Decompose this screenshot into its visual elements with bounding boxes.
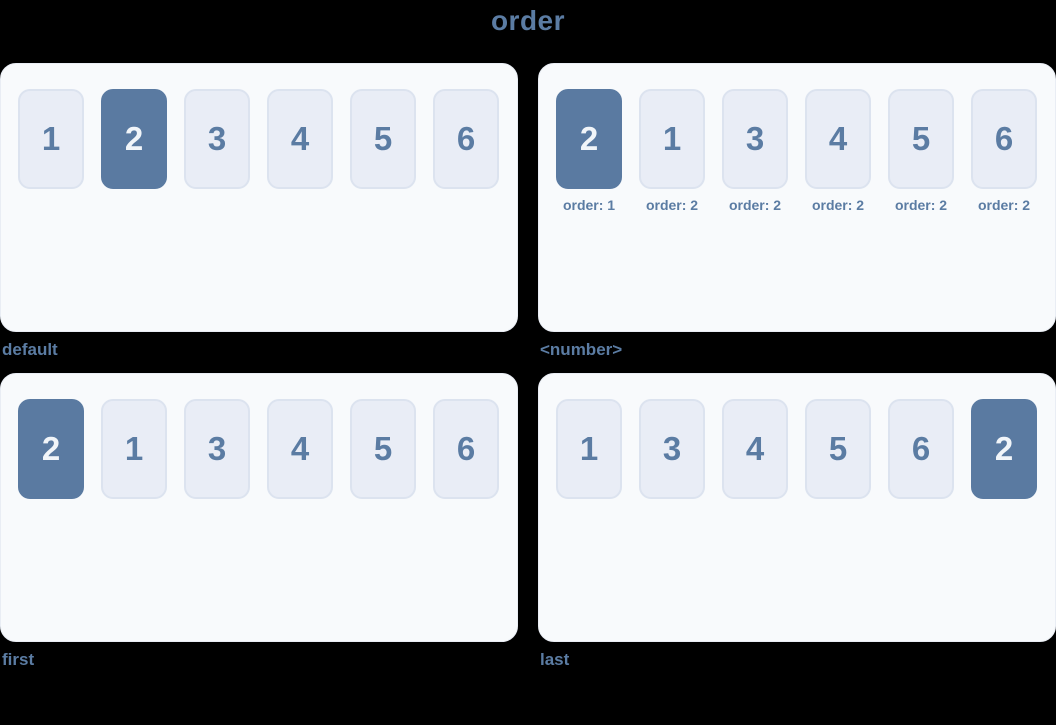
order-value-caption: order: 2 — [728, 197, 782, 213]
flex-item-box: 3 — [184, 89, 250, 189]
flex-container-number: 2 order: 1 1 order: 2 3 order: 2 4 order: 2 5 ord… — [538, 63, 1056, 332]
flex-item: 5 — [350, 89, 416, 189]
flex-item-box: 6 — [433, 399, 499, 499]
flex-item: 4 — [267, 89, 333, 189]
order-value-caption: order: 2 — [645, 197, 699, 213]
flex-item: 2 — [18, 399, 84, 499]
flex-item: 5 order: 2 — [888, 89, 954, 213]
flex-item: 1 — [556, 399, 622, 499]
flex-item-box: 4 — [267, 399, 333, 499]
flex-item-box: 5 — [888, 89, 954, 189]
flex-item-box-highlighted: 2 — [18, 399, 84, 499]
flex-item-box: 4 — [805, 89, 871, 189]
flex-item-box-highlighted: 2 — [971, 399, 1037, 499]
flex-item: 4 — [267, 399, 333, 499]
flex-item-box: 6 — [888, 399, 954, 499]
example-label-first: first — [2, 650, 35, 669]
flex-item: 2 — [971, 399, 1037, 499]
flex-item: 3 — [184, 89, 250, 189]
flex-item: 6 — [433, 89, 499, 189]
order-value-caption: order: 2 — [811, 197, 865, 213]
flex-item-box: 3 — [639, 399, 705, 499]
flex-item-box: 3 — [722, 89, 788, 189]
example-label-default: default — [2, 340, 58, 359]
flex-item: 5 — [350, 399, 416, 499]
flex-item: 4 — [722, 399, 788, 499]
flex-item-box: 1 — [18, 89, 84, 189]
flex-item: 2 — [101, 89, 167, 189]
flex-item: 5 — [805, 399, 871, 499]
flex-item-box: 6 — [433, 89, 499, 189]
page-title: order — [490, 5, 566, 36]
flex-item: 1 — [101, 399, 167, 499]
flex-item-box: 1 — [101, 399, 167, 499]
flex-item-box: 4 — [722, 399, 788, 499]
flex-item: 3 order: 2 — [722, 89, 788, 213]
flex-item-box: 3 — [184, 399, 250, 499]
flex-item: 3 — [639, 399, 705, 499]
flex-item: 1 — [18, 89, 84, 189]
flex-item-box: 6 — [971, 89, 1037, 189]
flex-item: 2 order: 1 — [556, 89, 622, 213]
flex-item-box-highlighted: 2 — [556, 89, 622, 189]
flex-item-box: 5 — [805, 399, 871, 499]
order-value-caption: order: 2 — [977, 197, 1031, 213]
flex-item-box: 1 — [556, 399, 622, 499]
example-label-number: <number> — [540, 340, 623, 359]
order-value-caption: order: 1 — [562, 197, 616, 213]
flex-item: 6 — [888, 399, 954, 499]
example-label-last: last — [540, 650, 570, 669]
flex-item-box: 5 — [350, 399, 416, 499]
flex-item-box: 5 — [350, 89, 416, 189]
flex-item-box: 4 — [267, 89, 333, 189]
flex-item: 6 — [433, 399, 499, 499]
flex-item: 4 order: 2 — [805, 89, 871, 213]
order-value-caption: order: 2 — [894, 197, 948, 213]
flex-item-box-highlighted: 2 — [101, 89, 167, 189]
flex-item: 3 — [184, 399, 250, 499]
flex-item: 6 order: 2 — [971, 89, 1037, 213]
flex-item-box: 1 — [639, 89, 705, 189]
example-number: 2 order: 1 1 order: 2 3 order: 2 4 order: 2 5 ord… — [538, 63, 1056, 373]
flex-item: 1 order: 2 — [639, 89, 705, 213]
